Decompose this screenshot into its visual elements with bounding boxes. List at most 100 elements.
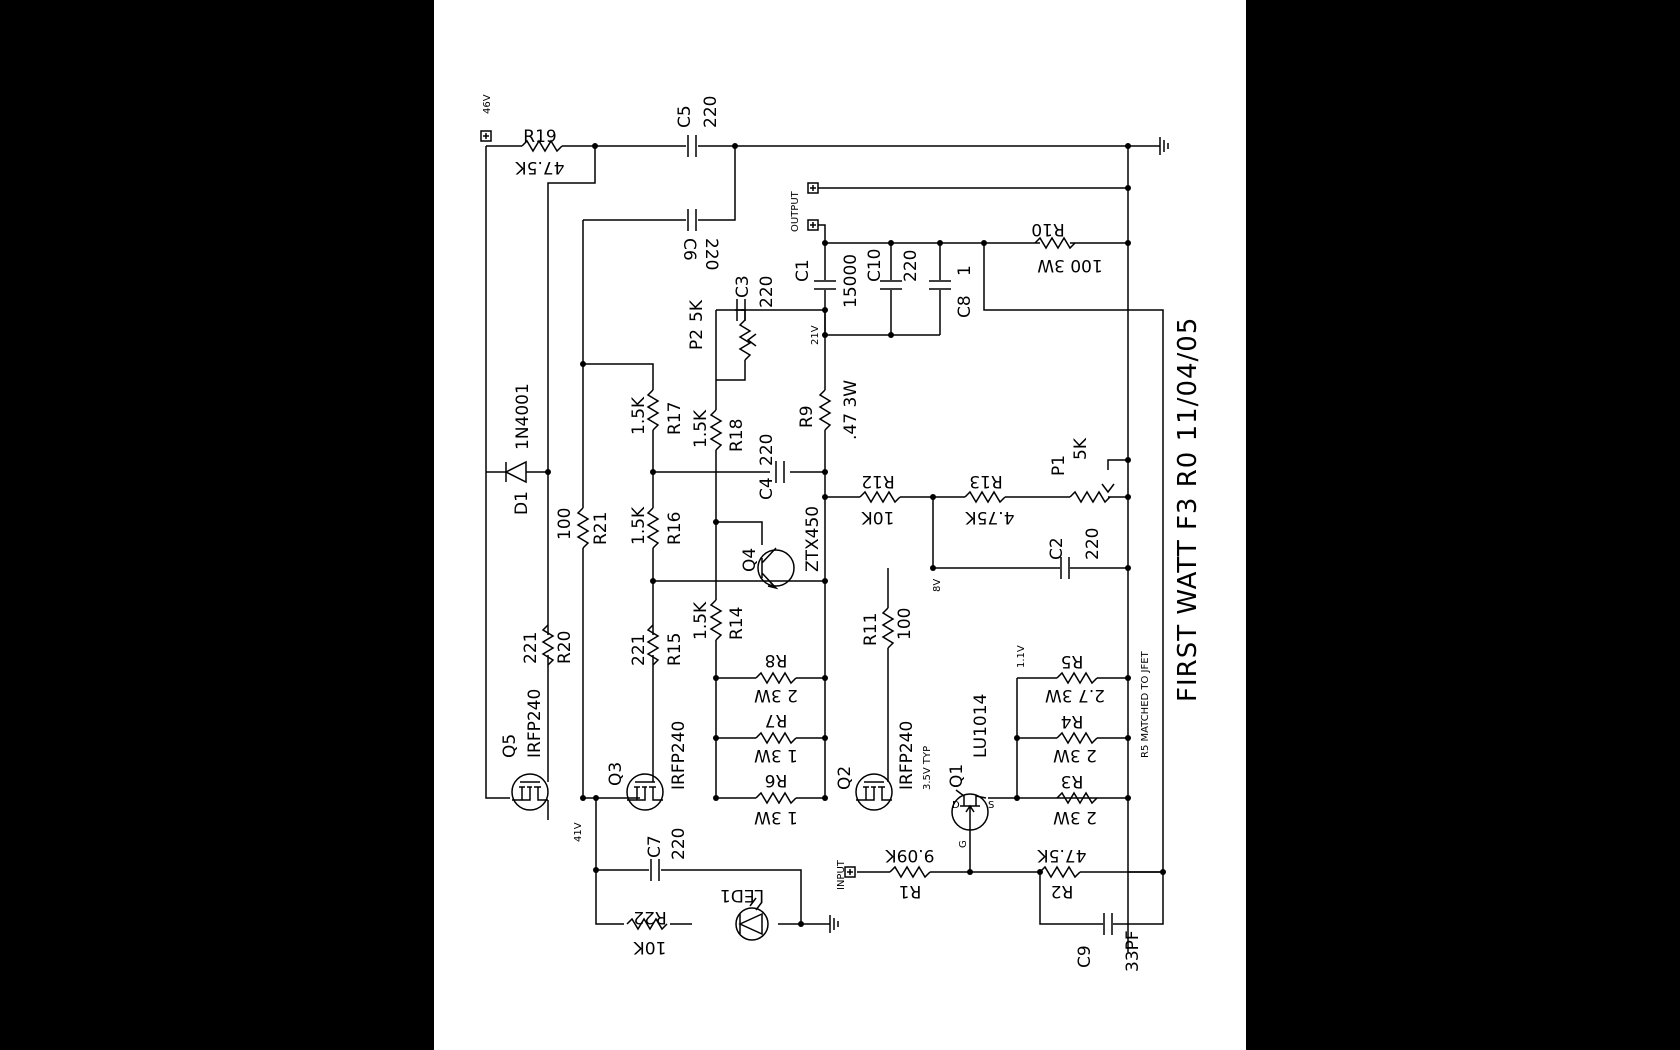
label-r14-val: 1.5K [691, 601, 711, 640]
port-46v-icon [480, 130, 492, 142]
label-q3-val: IRFP240 [669, 721, 689, 790]
potentiometer-p1-symbol [1069, 483, 1115, 503]
label-r18-val: 1.5K [691, 409, 711, 448]
resistor-r8-symbol [755, 672, 797, 684]
diode-d1-symbol [504, 460, 527, 484]
label-r5-val: 2.7 3W [1045, 685, 1105, 705]
label-r3-ref: R3 [1061, 771, 1084, 791]
label-q2-val: IRFP240 [897, 721, 917, 790]
label-r9-ref: R9 [797, 405, 817, 428]
label-41v: 41V [573, 822, 584, 842]
label-r22-ref: R22 [633, 907, 666, 927]
capacitor-c1-symbol [813, 280, 837, 290]
label-r21-ref: R21 [591, 512, 611, 545]
label-q1-val: LU1014 [971, 694, 991, 758]
label-r13-val: 4.75K [965, 507, 1015, 527]
label-r16-ref: R16 [665, 512, 685, 545]
label-r12-val: 10K [861, 507, 895, 527]
resistor-r17-symbol [647, 389, 659, 431]
resistor-r16-symbol [647, 507, 659, 549]
label-c1-ref: C1 [793, 259, 813, 282]
label-r15-ref: R15 [665, 633, 685, 666]
resistor-r4-symbol [1056, 732, 1098, 744]
label-r8-val: 2 3W [754, 685, 798, 705]
label-1-1v: 1.1V [1016, 645, 1027, 668]
label-r11-ref: R11 [861, 613, 881, 646]
led1-symbol [735, 897, 769, 941]
potentiometer-p2-symbol [739, 319, 757, 361]
label-c8-ref: C8 [955, 295, 975, 318]
label-r19-ref: R19 [523, 127, 556, 147]
label-r20-val: 221 [521, 632, 541, 664]
capacitor-c8-symbol [928, 280, 952, 290]
ground-icon-top [1159, 136, 1169, 156]
capacitor-c5-symbol [687, 134, 697, 158]
schematic-sheet [434, 0, 1246, 1050]
jfet-q1-symbol [951, 789, 989, 831]
label-c10-val: 220 [901, 250, 921, 282]
label-q2-ref: Q2 [835, 766, 855, 790]
label-r19-val: 47.5K [515, 157, 565, 177]
resistor-r5-symbol [1056, 672, 1098, 684]
label-c7-val: 220 [669, 828, 689, 860]
label-r6-val: 1 3W [754, 807, 798, 827]
label-r2-val: 47.5K [1037, 845, 1087, 865]
label-output: OUTPUT [790, 190, 801, 232]
label-c2-ref: C2 [1047, 537, 1067, 560]
ground-icon [829, 914, 839, 934]
resistor-r11-symbol [882, 607, 894, 649]
label-r5-note: R5 MATCHED TO JFET [1140, 650, 1151, 758]
label-q4-val: ZTX450 [803, 506, 823, 572]
label-r5-ref: R5 [1061, 651, 1084, 671]
label-r15-val: 221 [629, 634, 649, 666]
label-c6-ref: C6 [679, 238, 699, 261]
port-output-return-icon [807, 219, 819, 231]
label-q3-ref: Q3 [606, 762, 626, 786]
labels: 46V R19 47.5K C5 220 C6 220 1N4001 D1 10… [482, 94, 1203, 972]
label-q5-val: IRFP240 [525, 689, 545, 758]
label-r7-ref: R7 [765, 710, 788, 730]
label-d1-val: 1N4001 [513, 383, 533, 450]
label-r20-ref: R20 [555, 631, 575, 664]
label-c8-val: 1 [955, 265, 975, 276]
resistor-r18-symbol [710, 409, 722, 451]
label-c1-val: 15000 [841, 254, 861, 308]
label-r1-ref: R1 [899, 881, 922, 901]
label-c9-val: 33PF [1123, 930, 1143, 972]
port-output-icon [807, 182, 819, 194]
resistor-r7-symbol [755, 732, 797, 744]
label-r13-ref: R13 [969, 471, 1002, 491]
label-c10-ref: C10 [865, 248, 885, 282]
resistor-r1-symbol [889, 866, 931, 878]
capacitor-c7-symbol [650, 858, 660, 882]
label-r17-ref: R17 [665, 402, 685, 435]
label-p2-val: 5K [687, 299, 707, 322]
label-r21-val: 100 [555, 508, 575, 540]
label-d1-ref: D1 [512, 491, 532, 515]
label-c4-val: 220 [757, 434, 777, 466]
label-pin-d: D [952, 800, 960, 811]
label-r8-ref: R8 [765, 650, 788, 670]
resistor-r9-symbol [819, 389, 831, 431]
label-r16-val: 1.5K [629, 506, 649, 545]
label-r14-ref: R14 [727, 607, 747, 640]
label-c3-val: 220 [757, 276, 777, 308]
label-r7-val: 1 3W [754, 745, 798, 765]
schematic-title: FIRST WATT F3 R0 11/04/05 [1173, 317, 1203, 702]
label-pin-g: G [958, 840, 969, 848]
label-r4-ref: R4 [1061, 711, 1084, 731]
resistor-r6-symbol [755, 792, 797, 804]
capacitor-c4-symbol [775, 460, 785, 484]
label-r3-val: 2 3W [1053, 807, 1097, 827]
resistor-r21-symbol [577, 507, 589, 549]
label-p2-ref: P2 [687, 329, 707, 350]
resistor-r14-symbol [710, 599, 722, 641]
resistor-r13-symbol [964, 491, 1006, 503]
mosfet-q3-symbol [626, 773, 664, 811]
label-c6-val: 220 [701, 238, 721, 270]
label-c2-val: 220 [1083, 528, 1103, 560]
label-46v: 46V [482, 94, 493, 114]
label-q1-ref: Q1 [947, 764, 967, 788]
label-c5-ref: C5 [675, 105, 695, 128]
